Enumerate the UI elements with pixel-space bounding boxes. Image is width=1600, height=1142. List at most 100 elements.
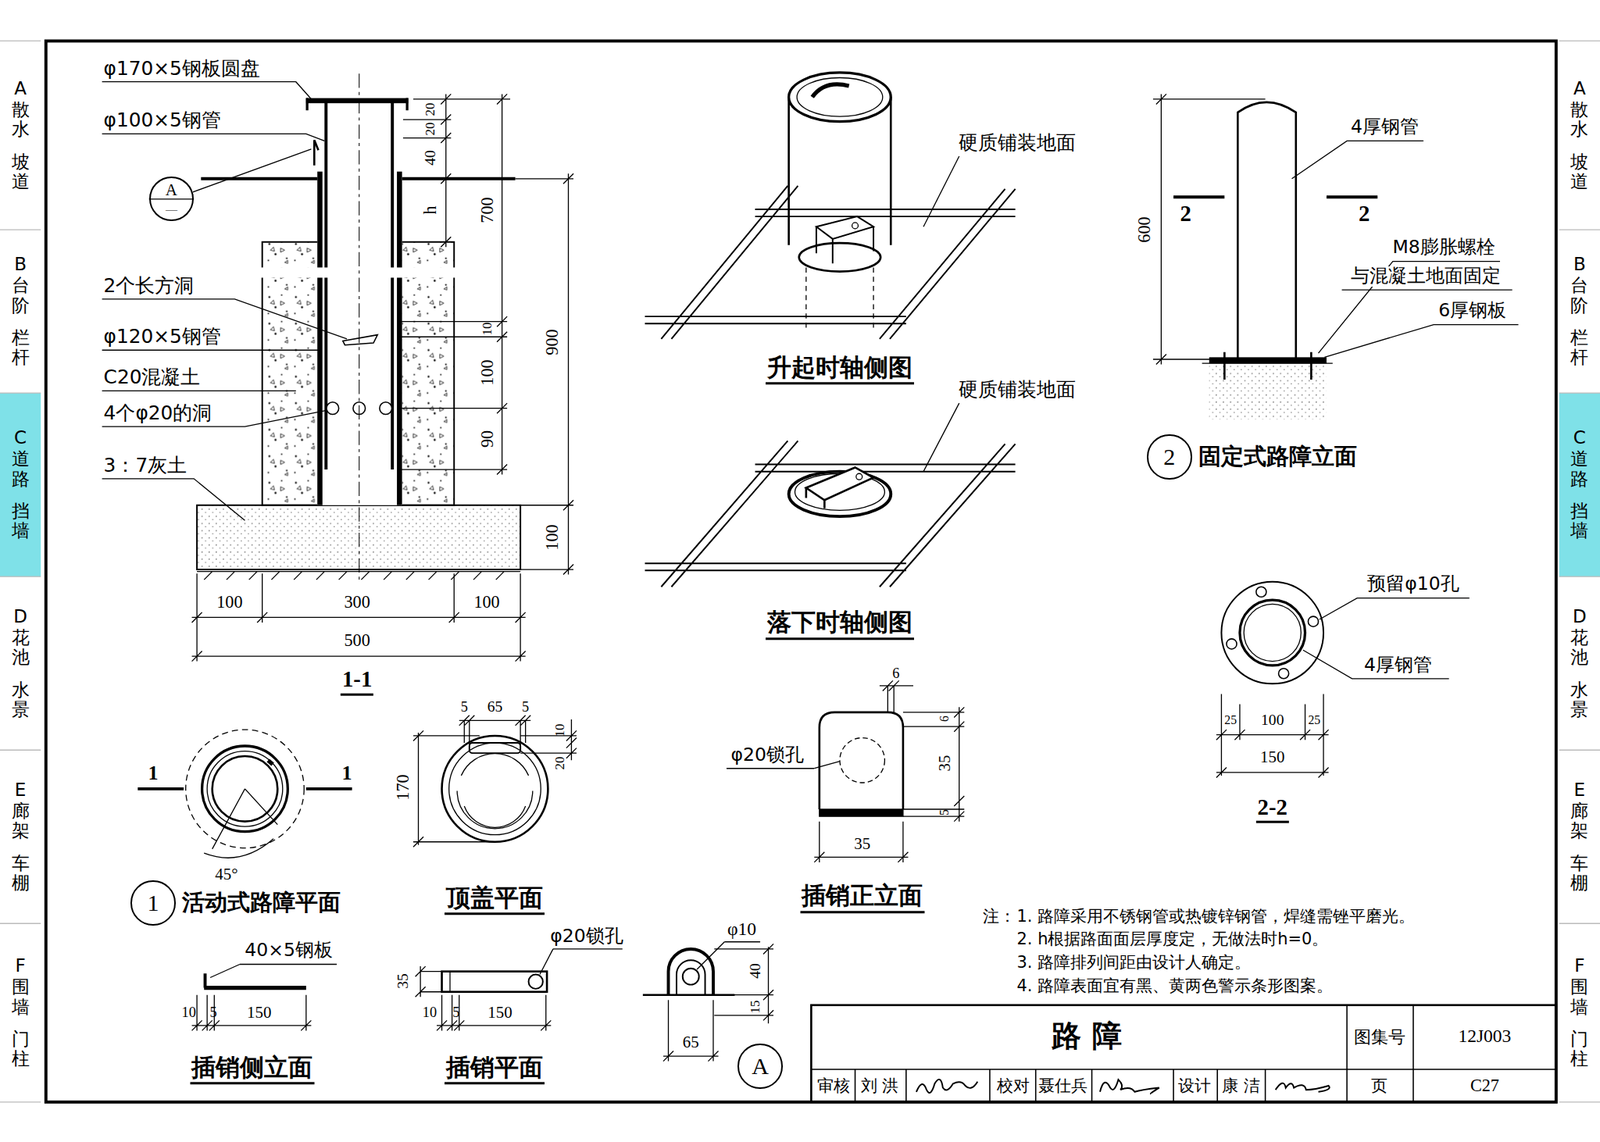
section-1-1-part [324, 102, 328, 470]
dimension-text: 170 [393, 773, 413, 803]
section-1-1-part [317, 171, 323, 506]
title-block [810, 1005, 1556, 1103]
pin-front-part [903, 707, 965, 822]
section-1-1-part [342, 335, 378, 346]
title-block-cell: 聂仕兵 [1036, 1076, 1090, 1095]
pin-plan-part [449, 971, 450, 993]
axonometric-lowered-part [923, 403, 960, 472]
dimension-line [192, 93, 574, 661]
callout-label: 与混凝土地面固定 [1349, 266, 1503, 287]
sheet-frame-part [1559, 392, 1600, 577]
fixed-bollard [1153, 93, 1519, 420]
dimension-text: 500 [342, 631, 372, 650]
tab-text: E [11, 780, 30, 800]
title-block-cell: 校对 [995, 1076, 1032, 1095]
pin-plan-part [442, 971, 548, 993]
section-1-1-part [196, 505, 521, 570]
pin-plan-part [436, 995, 551, 1032]
dimension-text: 10 [553, 722, 568, 740]
section-1-1-part [314, 139, 318, 166]
dimension-line-part [397, 321, 508, 470]
plan-1-part [203, 789, 278, 858]
tab-text: E [1570, 780, 1589, 800]
tab-text: 围墙 [1570, 977, 1589, 1018]
callout-circle: 1活动式路障平面 [130, 880, 175, 925]
callout-circle: A— [149, 176, 194, 222]
dimension-line-part [192, 573, 526, 661]
leader-line-part [102, 350, 319, 351]
fixed-bollard-part [1153, 93, 1266, 365]
dimension-line-part [520, 173, 574, 575]
section-2-2-part [1221, 582, 1324, 685]
chapter-tab: B台阶栏杆 [1559, 229, 1600, 393]
tab-text: 廊架 [11, 801, 30, 842]
title-block-cell: 页 [1369, 1076, 1390, 1095]
tab-text: 散水 [11, 100, 30, 140]
pin-side [192, 964, 337, 1032]
section-2-2-part [1319, 598, 1470, 620]
section-2-2-part [1216, 767, 1329, 778]
note-text: 3. 路障排列间距由设计人确定。 [1015, 953, 1254, 972]
section-1-1-part [196, 571, 521, 580]
dimension-text: 150 [1258, 748, 1286, 767]
tab-text: 水景 [1570, 680, 1589, 721]
leader-line-part [192, 149, 312, 193]
dimension-text: 65 [681, 1032, 701, 1051]
fixed-bollard-part [1342, 289, 1513, 291]
callout-label: 40×5钢板 [242, 940, 335, 961]
chapter-tab: F围墙门柱 [1559, 923, 1600, 1103]
note-text: 1. 路障采用不锈钢管或热镀锌钢管，焊缝需锉平磨光。 [1015, 907, 1418, 925]
callout-label: φ20锁孔 [548, 926, 625, 947]
section-2-2-part [1239, 600, 1306, 666]
dimension-line-part [440, 93, 451, 247]
tab-text: 花池 [11, 628, 30, 668]
fixed-bollard-part [1324, 325, 1518, 358]
top-cover-plan-part [413, 730, 495, 847]
fixed-bollard-part [1237, 102, 1296, 360]
tab-text: D [11, 607, 30, 627]
tab-text: C [11, 428, 30, 448]
axonometric-raised-part [796, 77, 883, 117]
callout-label: φ10 [725, 919, 758, 940]
dimension-text: 25 [1222, 713, 1239, 727]
dimension-text: 40 [746, 962, 765, 982]
dimension-text: 600 [1135, 214, 1154, 244]
dimension-line-part [496, 93, 508, 475]
section-2-2-part [1216, 693, 1329, 775]
note-text: 注： [981, 907, 1018, 925]
detail-a-part [714, 943, 774, 1024]
title-block-part [810, 1005, 1556, 1103]
callout-number: 1 [146, 891, 159, 915]
title-block-cell: 设计 [1176, 1076, 1213, 1095]
callout-label: 预留φ10孔 [1365, 574, 1461, 595]
detail-a-part [668, 949, 714, 996]
axonometric-lowered-part [644, 440, 1015, 587]
dimension-text: 300 [342, 592, 372, 611]
section-1-1-part [379, 402, 393, 415]
dimension-text: 150 [485, 1003, 514, 1022]
callout-label: 3：7灰土 [102, 454, 190, 476]
view-title: 插销侧立面 [189, 1053, 315, 1085]
dimension-text: 20 [553, 754, 568, 772]
callout-label: φ120×5钢管 [102, 325, 223, 347]
section-1-1-part [255, 267, 462, 278]
view-title: 升起时轴侧图 [765, 353, 915, 385]
dimension-text: 40 [421, 149, 440, 168]
tab-text: C [1570, 428, 1589, 448]
dimension-text: 5 [938, 807, 952, 818]
title-block-part [1275, 1083, 1330, 1093]
dimension-text: h [421, 204, 440, 217]
callout-label: 4厚钢管 [1349, 117, 1421, 138]
callout-label: 4厚钢管 [1362, 655, 1434, 676]
callout-label: 2个长方洞 [102, 275, 197, 297]
pin-plan-part [539, 949, 554, 975]
fixed-bollard-part [1209, 357, 1327, 364]
tab-text: A [1570, 78, 1589, 99]
title-block-cell: 审核 [815, 1076, 852, 1095]
tab-text: 台阶 [1570, 275, 1589, 316]
tab-text: 挡墙 [1570, 501, 1589, 542]
dimension-line-part [192, 612, 526, 623]
title-block-part [1100, 1079, 1160, 1094]
pin-side-part [203, 985, 307, 990]
leader-line-part [102, 82, 313, 101]
